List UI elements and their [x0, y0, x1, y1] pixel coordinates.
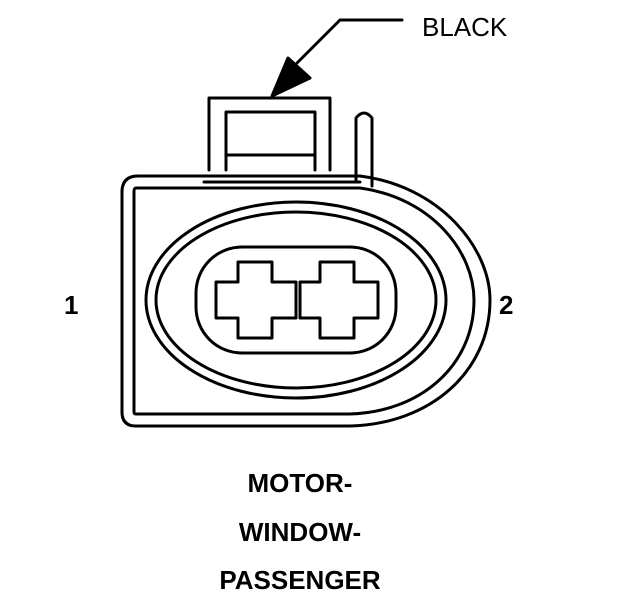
locking-tab-inner [224, 110, 317, 172]
terminal-1 [214, 260, 298, 340]
caption-line-3: PASSENGER [219, 565, 381, 595]
seal-ring-inner [154, 210, 438, 390]
wire-color-label: BLACK [422, 12, 508, 42]
locking-tab [207, 96, 332, 172]
callout-leader-line [295, 18, 404, 65]
terminal-cavity [194, 245, 398, 355]
seal-ring-outer [144, 200, 448, 400]
callout-arrowhead [270, 56, 312, 98]
caption-line-1: MOTOR- [247, 468, 353, 498]
connector-housing-outer [120, 174, 492, 428]
pin-2-label: 2 [499, 290, 514, 320]
pin-1-label: 1 [64, 290, 79, 320]
caption-line-2: WINDOW- [238, 517, 362, 547]
terminal-2 [298, 260, 380, 340]
latch-post [354, 111, 374, 188]
connector-housing-rim [132, 186, 476, 416]
